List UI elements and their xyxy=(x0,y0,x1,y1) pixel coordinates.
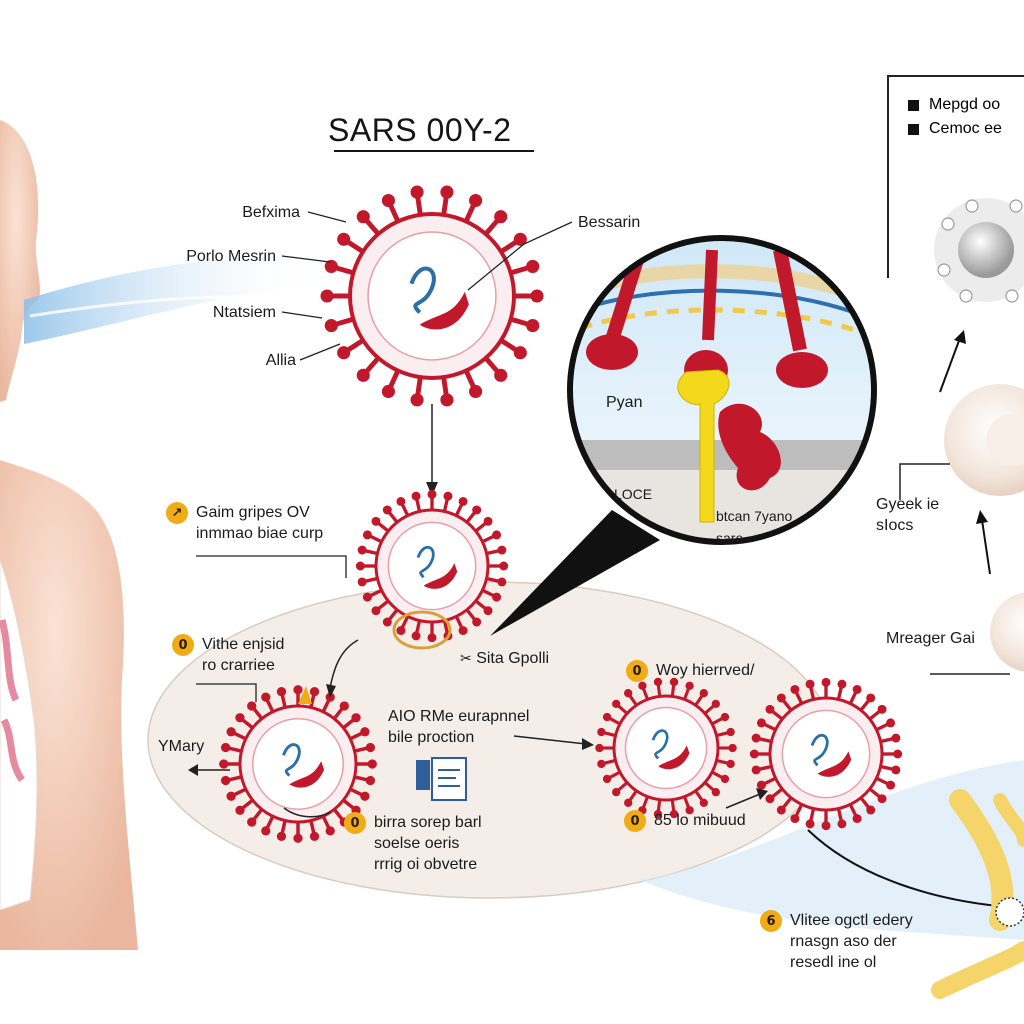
title-underline xyxy=(334,150,534,152)
virus-label-1: Befxima xyxy=(242,204,300,221)
step-5: 0 85 lo mibuud xyxy=(624,810,746,832)
zoom-label-bottom-1: btcan 7yano xyxy=(716,508,793,524)
virus-label-right: Bessarin xyxy=(578,214,641,231)
legend-swatch xyxy=(908,123,919,135)
step-badge: 6 xyxy=(760,910,782,932)
tissue-illustration xyxy=(931,789,1024,999)
virus-label-3: Ntatsiem xyxy=(212,304,276,321)
step-badge: 0 xyxy=(344,812,366,834)
legend: Mepgd oo Cemoc ee xyxy=(888,76,1024,276)
sita-text: Sita Gpolli xyxy=(476,650,550,667)
virus-small-3 xyxy=(595,677,737,819)
step-3: 0 Woy hierrved/ xyxy=(626,660,754,682)
ymary-label: YMary xyxy=(158,738,205,755)
legend-item-1: Mepgd oo xyxy=(908,96,1000,114)
page-title: SARS 00Y-2 xyxy=(328,112,512,148)
legend-label: Mepgd oo xyxy=(929,96,1001,113)
sita-label: ✂ Sita Gpolli xyxy=(460,648,549,669)
step-badge: 0 xyxy=(626,660,648,682)
immune-cell-icon xyxy=(934,198,1024,303)
zoom-label-loce: LOCE xyxy=(614,486,653,502)
legend-swatch xyxy=(908,99,919,111)
person-illustration xyxy=(0,120,138,950)
virus-small-2 xyxy=(219,685,377,843)
link-icon: ✂ xyxy=(460,650,472,666)
step-text: Woy hierrved/ xyxy=(656,662,755,679)
virus-small-4 xyxy=(749,677,903,831)
virus-small-1 xyxy=(355,489,509,643)
step-text: 85 lo mibuud xyxy=(654,812,746,829)
virus-label-2: Porlo Mesrin xyxy=(186,248,276,265)
legend-label: Cemoc ee xyxy=(929,120,1002,137)
zoom-label-bottom-2: sare xyxy=(716,530,744,546)
step-badge: ↗ xyxy=(166,502,188,524)
zoom-detail xyxy=(567,235,877,545)
step-badge: 0 xyxy=(172,634,194,656)
virus-icon xyxy=(320,185,544,407)
legend-item-2: Cemoc ee xyxy=(908,120,1002,138)
step-badge: 0 xyxy=(624,810,646,832)
document-icon xyxy=(416,757,467,801)
mreager-label: Mreager Gai xyxy=(886,630,975,647)
zoom-label-pyan: Pyan xyxy=(606,394,643,411)
virus-label-4: Allia xyxy=(265,352,296,369)
